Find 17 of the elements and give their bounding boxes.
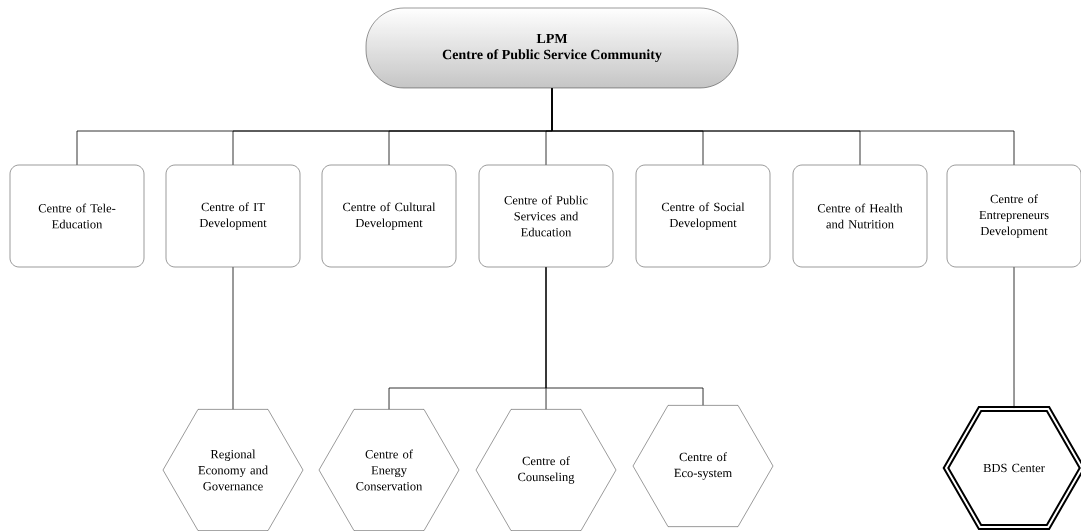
unit-hexagon: Regional Economy and Governance [162,409,304,531]
title-pill: LPM Centre of Public Service Community [365,7,739,89]
double-hexagon: BDS Center [942,406,1081,530]
unit-hexagon: Centre of Counseling [475,409,617,531]
connector-line [551,87,1015,166]
unit-box: Centre of Public Services and Education [478,164,614,268]
unit-box: Centre of IT Development [165,164,301,268]
unit-box: Centre of Cultural Development [321,164,457,268]
unit-box: Centre of Entrepreneurs Development [946,164,1081,268]
unit-box: Centre of Health and Nutrition [792,164,928,268]
connector-line [545,266,704,406]
unit-hexagon: Centre of Energy Conservation [318,409,460,531]
unit-box: Centre of Tele-Education [9,164,145,268]
connector-line [232,266,234,410]
unit-box: Centre of Social Development [635,164,771,268]
connector-line [1013,266,1015,409]
unit-hexagon: Centre of Eco-system [632,405,774,527]
